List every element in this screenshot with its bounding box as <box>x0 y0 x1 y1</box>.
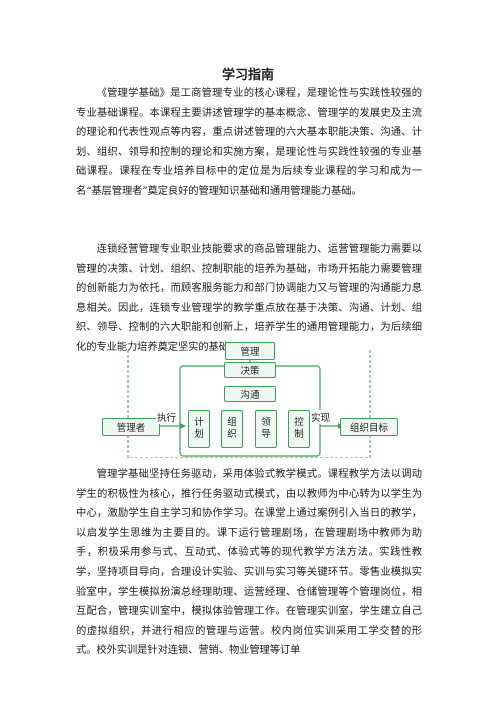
teaching-method-paragraph: 管理学基础坚持任务驱动，采用体验式教学模式。课程教学方法以调动学生的积极性为核心… <box>76 468 422 657</box>
function-box-organize: 组织 <box>221 410 243 448</box>
function-box-lead: 领导 <box>255 410 277 448</box>
org-goal-box: 组织目标 <box>340 418 398 436</box>
execute-label: 执行 <box>156 410 178 424</box>
management-box: 管理 <box>225 342 275 360</box>
function-box-control: 控制 <box>288 410 310 448</box>
management-functions-diagram: 管理 决策 沟通 计划 组织 领导 控制 管理者 组织目标 执行 实现 <box>100 342 400 458</box>
realize-label: 实现 <box>310 410 332 424</box>
manager-box: 管理者 <box>102 418 160 436</box>
skills-paragraph: 连锁经营管理专业职业技能要求的商品管理能力、运营管理能力需要以管理的决策、计划、… <box>76 243 422 353</box>
intro-paragraph: 《管理学基础》是工商管理专业的核心课程，是理论性与实践性较强的专业基础课程。本课… <box>76 87 422 197</box>
communication-box: 沟通 <box>224 386 276 402</box>
decision-box: 决策 <box>224 362 276 378</box>
page-title: 学习指南 <box>221 68 274 83</box>
function-box-plan: 计划 <box>188 410 210 448</box>
execute-arrow-head <box>180 423 186 429</box>
outer-dashed-frame <box>127 350 371 458</box>
